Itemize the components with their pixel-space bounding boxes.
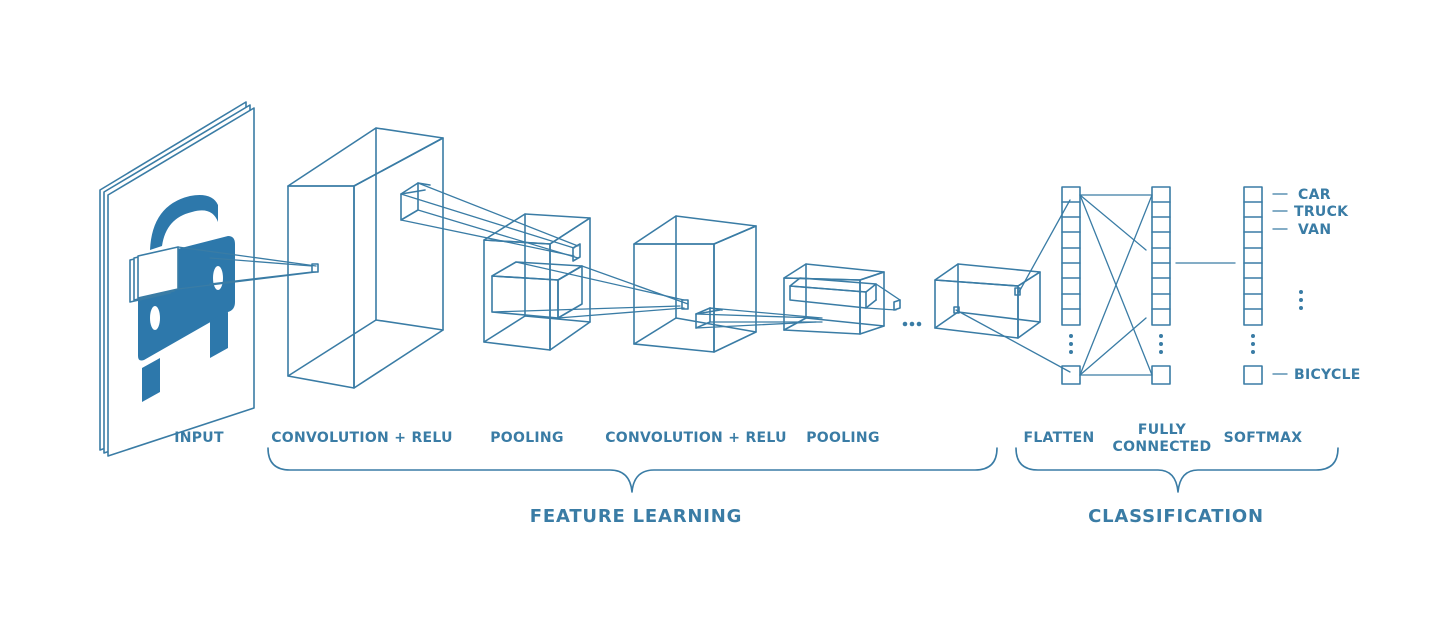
output-label-bicycle: BICYCLE — [1294, 367, 1361, 383]
flatten-to-fc-lines — [1079, 194, 1153, 376]
stage-label-input: INPUT — [174, 430, 224, 446]
pool1-volume — [483, 213, 591, 351]
input-to-conv1-lines — [177, 246, 317, 290]
ellipsis-dots — [902, 321, 922, 327]
output-label-car: CAR — [1298, 187, 1331, 203]
group-label-classification: CLASSIFICATION — [1088, 506, 1264, 527]
fc-vdots — [1159, 334, 1163, 354]
stage-label-fc-line1: FULLY — [1138, 422, 1187, 438]
input-receptive-field — [129, 246, 179, 303]
fully-connected-column — [1151, 186, 1171, 385]
stage-label-flatten: FLATTEN — [1023, 430, 1094, 446]
conv1-volume — [287, 127, 444, 389]
output-labels: CAR TRUCK VAN BICYCLE — [1272, 187, 1361, 383]
pool2-inner-lines — [865, 283, 901, 311]
classification-brace — [1015, 447, 1339, 493]
flatten-column — [1061, 186, 1081, 385]
flatten-vdots — [1069, 334, 1073, 354]
softmax-vdots — [1251, 334, 1255, 354]
output-label-truck: TRUCK — [1294, 204, 1349, 220]
conv1-to-pool1-lines — [400, 182, 579, 259]
stage-label-fc-line2: CONNECTED — [1113, 439, 1212, 455]
stage-label-pool1: POOLING — [490, 430, 564, 446]
feature-learning-brace — [267, 447, 998, 493]
softmax-column — [1243, 186, 1263, 385]
final-feature-volume — [934, 263, 1041, 339]
output-label-van: VAN — [1298, 222, 1331, 238]
group-label-feature-learning: FEATURE LEARNING — [530, 506, 742, 527]
input-image — [99, 101, 317, 457]
stage-label-softmax: SOFTMAX — [1224, 430, 1303, 446]
stage-label-conv1: CONVOLUTION + RELU — [271, 430, 453, 446]
conv2-volume — [633, 215, 757, 353]
pool1-to-conv2-lines — [491, 261, 689, 319]
stage-label-pool2: POOLING — [806, 430, 880, 446]
pool2-volume — [783, 263, 901, 335]
stage-label-conv2: CONVOLUTION + RELU — [605, 430, 787, 446]
